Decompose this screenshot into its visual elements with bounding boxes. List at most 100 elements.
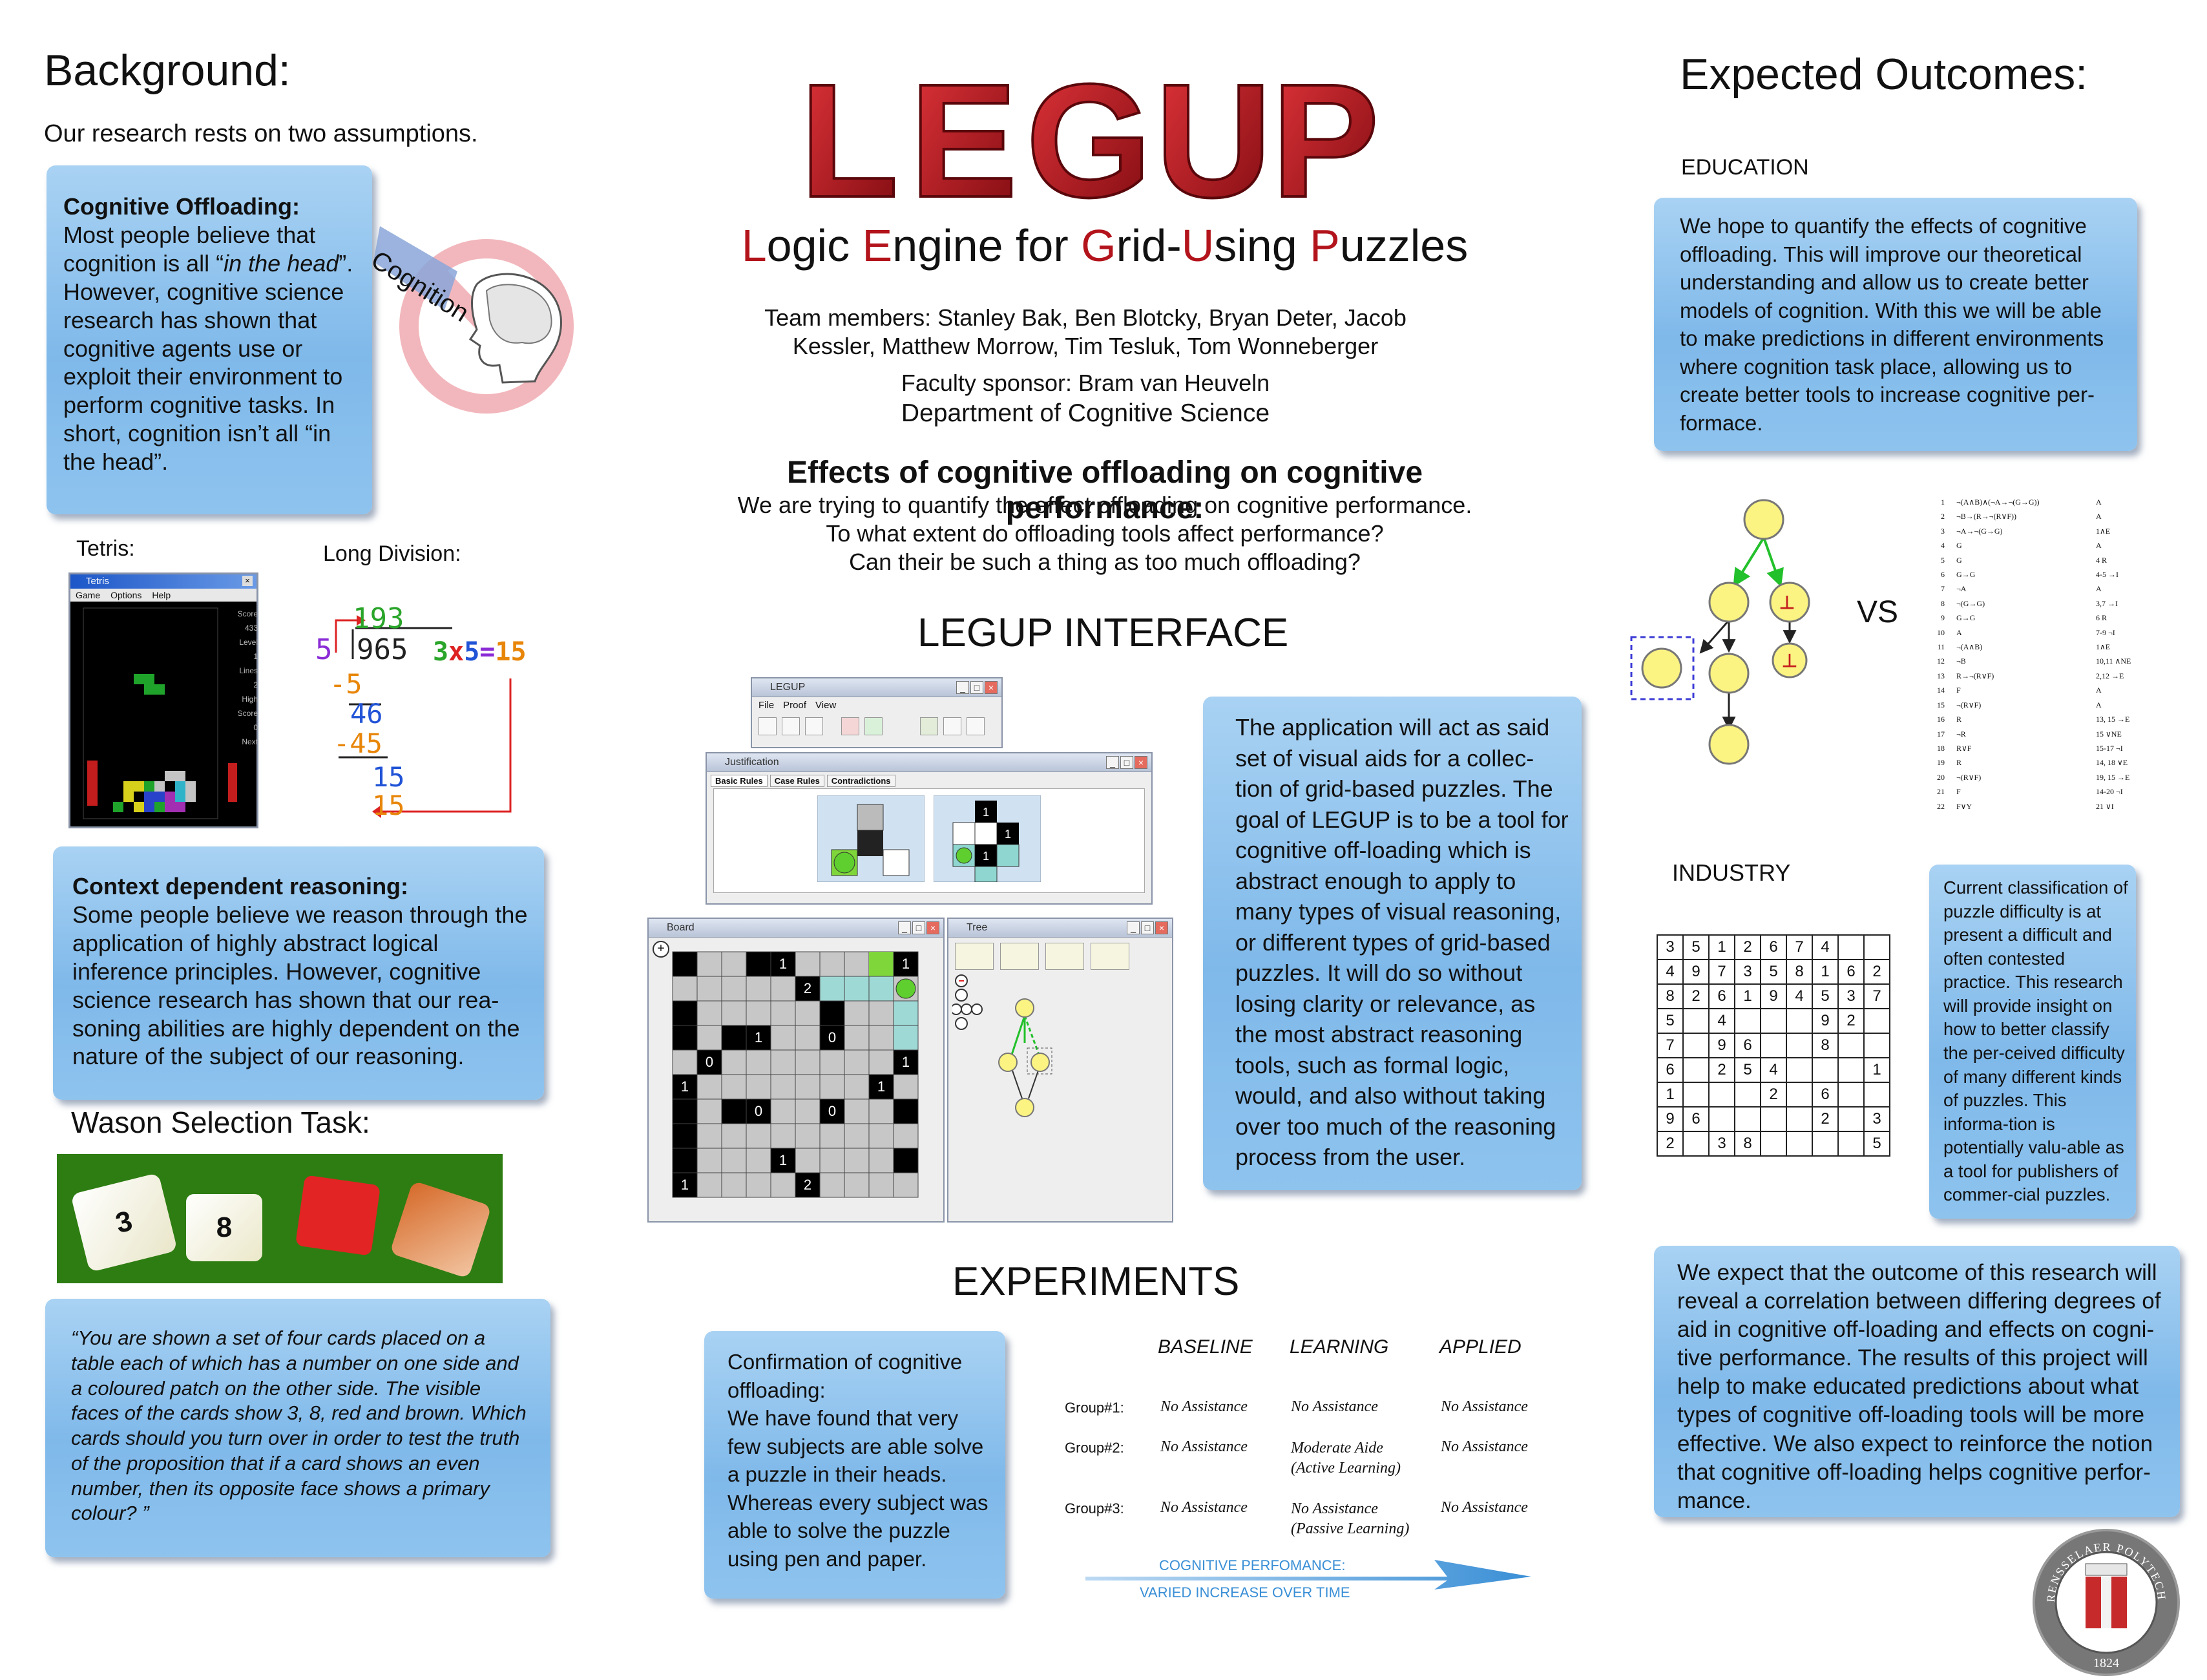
board-cell[interactable] bbox=[844, 1172, 870, 1198]
maximize-icon[interactable]: □ bbox=[912, 921, 925, 934]
board-cell[interactable] bbox=[795, 1148, 821, 1173]
board-cell[interactable] bbox=[696, 1098, 722, 1124]
board-cell[interactable] bbox=[721, 1148, 747, 1173]
board-cell[interactable] bbox=[795, 1074, 821, 1100]
minimize-icon[interactable]: _ bbox=[1106, 756, 1119, 769]
board-cell[interactable] bbox=[819, 1148, 845, 1173]
maximize-icon[interactable]: □ bbox=[970, 681, 983, 694]
board-cell[interactable] bbox=[819, 951, 845, 977]
minimize-icon[interactable]: _ bbox=[956, 681, 969, 694]
board-cell[interactable] bbox=[893, 1098, 919, 1124]
delete-node-icon[interactable] bbox=[1000, 943, 1039, 970]
rule-contradiction[interactable]: 1 1 1 bbox=[934, 795, 1041, 882]
board-cell[interactable] bbox=[672, 1025, 698, 1051]
board-cell[interactable] bbox=[746, 1000, 771, 1026]
board-cell[interactable] bbox=[721, 951, 747, 977]
redo-icon[interactable] bbox=[864, 717, 883, 735]
board-cell[interactable] bbox=[868, 1000, 894, 1026]
board-cell[interactable] bbox=[672, 1049, 698, 1075]
board-cell[interactable] bbox=[721, 1172, 747, 1198]
board-cell[interactable] bbox=[746, 1148, 771, 1173]
board-cell[interactable] bbox=[770, 1098, 796, 1124]
board-cell[interactable] bbox=[672, 1148, 698, 1173]
board-cell[interactable] bbox=[844, 1074, 870, 1100]
menu-game[interactable]: Game bbox=[76, 590, 101, 600]
board-cell[interactable] bbox=[819, 1172, 845, 1198]
board-cell[interactable] bbox=[893, 951, 919, 977]
board-cell[interactable] bbox=[844, 1025, 870, 1051]
new-icon[interactable] bbox=[758, 717, 777, 735]
close-icon[interactable]: × bbox=[985, 681, 998, 694]
board-cell[interactable] bbox=[672, 1098, 698, 1124]
menu-view[interactable]: View bbox=[815, 700, 837, 711]
board-cell[interactable] bbox=[893, 1000, 919, 1026]
minimize-icon[interactable]: _ bbox=[1127, 921, 1140, 934]
board-cell[interactable] bbox=[795, 1172, 821, 1198]
board-cell[interactable] bbox=[844, 976, 870, 1002]
board-cell[interactable] bbox=[868, 1148, 894, 1173]
light-bulb-icon[interactable] bbox=[895, 978, 916, 999]
close-icon[interactable]: × bbox=[1155, 921, 1168, 934]
menu-help[interactable]: Help bbox=[152, 590, 171, 600]
board-cell[interactable] bbox=[819, 1000, 845, 1026]
board-cell[interactable] bbox=[893, 1172, 919, 1198]
board-cell[interactable] bbox=[868, 976, 894, 1002]
board-cell[interactable] bbox=[819, 1098, 845, 1124]
merge-icon[interactable] bbox=[1045, 943, 1084, 970]
menu-options[interactable]: Options bbox=[110, 590, 142, 600]
close-icon[interactable]: × bbox=[1135, 756, 1147, 769]
board-cell[interactable] bbox=[696, 1172, 722, 1198]
maximize-icon[interactable]: □ bbox=[1141, 921, 1154, 934]
board-cell[interactable] bbox=[721, 1074, 747, 1100]
board-cell[interactable] bbox=[721, 1025, 747, 1051]
board-cell[interactable] bbox=[696, 1025, 722, 1051]
close-icon[interactable]: × bbox=[926, 921, 939, 934]
board-cell[interactable] bbox=[795, 1049, 821, 1075]
board-cell[interactable] bbox=[893, 1025, 919, 1051]
board-cell[interactable] bbox=[844, 951, 870, 977]
tab-contradictions[interactable]: Contradictions bbox=[826, 775, 895, 787]
rule-case-split[interactable] bbox=[817, 795, 925, 882]
board-cell[interactable] bbox=[819, 1025, 845, 1051]
add-node-icon[interactable] bbox=[955, 943, 994, 970]
board-cell[interactable] bbox=[672, 976, 698, 1002]
board-cell[interactable] bbox=[893, 1148, 919, 1173]
collapse-icon[interactable] bbox=[1091, 943, 1129, 970]
board-cell[interactable] bbox=[795, 1000, 821, 1026]
board-cell[interactable] bbox=[819, 976, 845, 1002]
board-cell[interactable] bbox=[696, 1074, 722, 1100]
board-cell[interactable] bbox=[770, 1123, 796, 1149]
board-cell[interactable] bbox=[868, 1123, 894, 1149]
board-cell[interactable] bbox=[746, 1172, 771, 1198]
board-cell[interactable] bbox=[696, 976, 722, 1002]
minimize-icon[interactable]: _ bbox=[898, 921, 911, 934]
board-cell[interactable] bbox=[746, 1025, 771, 1051]
zoom-in-icon[interactable]: + bbox=[653, 941, 669, 958]
board-cell[interactable] bbox=[721, 1000, 747, 1026]
highlight-cell[interactable] bbox=[869, 952, 894, 976]
board-cell[interactable] bbox=[696, 1000, 722, 1026]
undo-icon[interactable] bbox=[841, 717, 859, 735]
board-cell[interactable] bbox=[770, 1000, 796, 1026]
board-cell[interactable] bbox=[696, 1148, 722, 1173]
maximize-icon[interactable]: □ bbox=[1120, 756, 1133, 769]
board-cell[interactable] bbox=[868, 1074, 894, 1100]
board-cell[interactable] bbox=[672, 1074, 698, 1100]
board-cell[interactable] bbox=[819, 1123, 845, 1149]
board-cell[interactable] bbox=[770, 976, 796, 1002]
board-cell[interactable] bbox=[893, 1049, 919, 1075]
board-cell[interactable] bbox=[795, 1098, 821, 1124]
board-cell[interactable] bbox=[770, 1074, 796, 1100]
board-cell[interactable] bbox=[770, 951, 796, 977]
board-cell[interactable] bbox=[770, 1025, 796, 1051]
board-cell[interactable] bbox=[868, 1025, 894, 1051]
close-icon[interactable]: × bbox=[242, 576, 253, 586]
numbers-icon[interactable] bbox=[943, 717, 961, 735]
open-icon[interactable] bbox=[782, 717, 800, 735]
board-cell[interactable] bbox=[746, 951, 771, 977]
board-cell[interactable] bbox=[795, 1123, 821, 1149]
board-cell[interactable] bbox=[868, 1049, 894, 1075]
board-cell[interactable] bbox=[672, 1123, 698, 1149]
board-cell[interactable] bbox=[844, 1000, 870, 1026]
